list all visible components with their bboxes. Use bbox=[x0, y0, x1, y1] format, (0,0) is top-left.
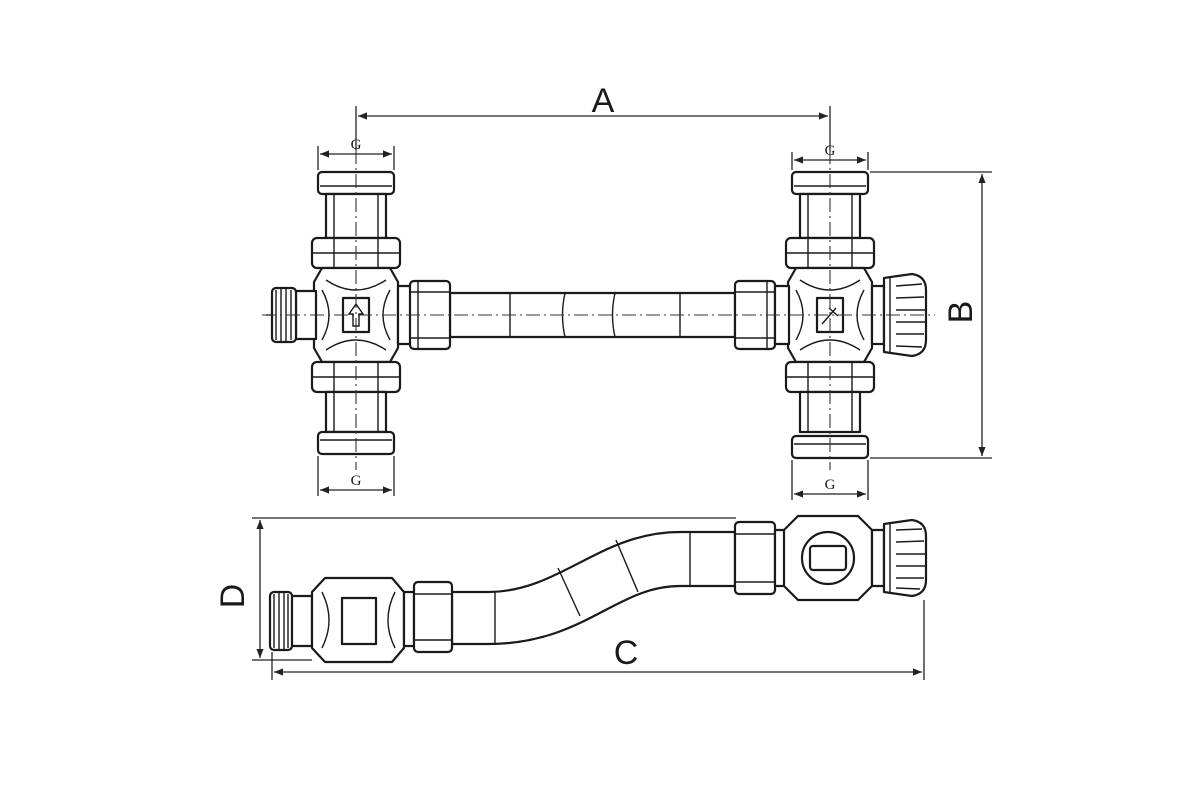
label-g: G bbox=[825, 143, 836, 159]
s-pipe bbox=[450, 530, 737, 646]
top-view: A B G G G bbox=[262, 82, 992, 500]
label-a: A bbox=[592, 82, 615, 120]
label-c: C bbox=[614, 634, 639, 672]
dimension-g-top-right: G bbox=[791, 143, 869, 170]
side-left-valve bbox=[268, 576, 454, 664]
label-b: B bbox=[942, 301, 980, 324]
left-valve bbox=[266, 170, 452, 456]
label-d: D bbox=[214, 584, 252, 609]
dimension-g-bottom-right: G bbox=[791, 460, 869, 500]
dimension-c: C bbox=[271, 600, 925, 680]
side-view: C D bbox=[214, 514, 928, 680]
label-g: G bbox=[825, 477, 836, 493]
dimension-d: D bbox=[214, 517, 736, 661]
dimension-b: B bbox=[870, 171, 992, 459]
dimension-g-bottom-left: G bbox=[317, 456, 395, 496]
dimension-g-top-left: G bbox=[317, 137, 395, 170]
dimension-a: A bbox=[355, 82, 831, 150]
side-right-valve bbox=[733, 514, 928, 602]
label-g: G bbox=[351, 137, 362, 153]
label-g: G bbox=[351, 473, 362, 489]
